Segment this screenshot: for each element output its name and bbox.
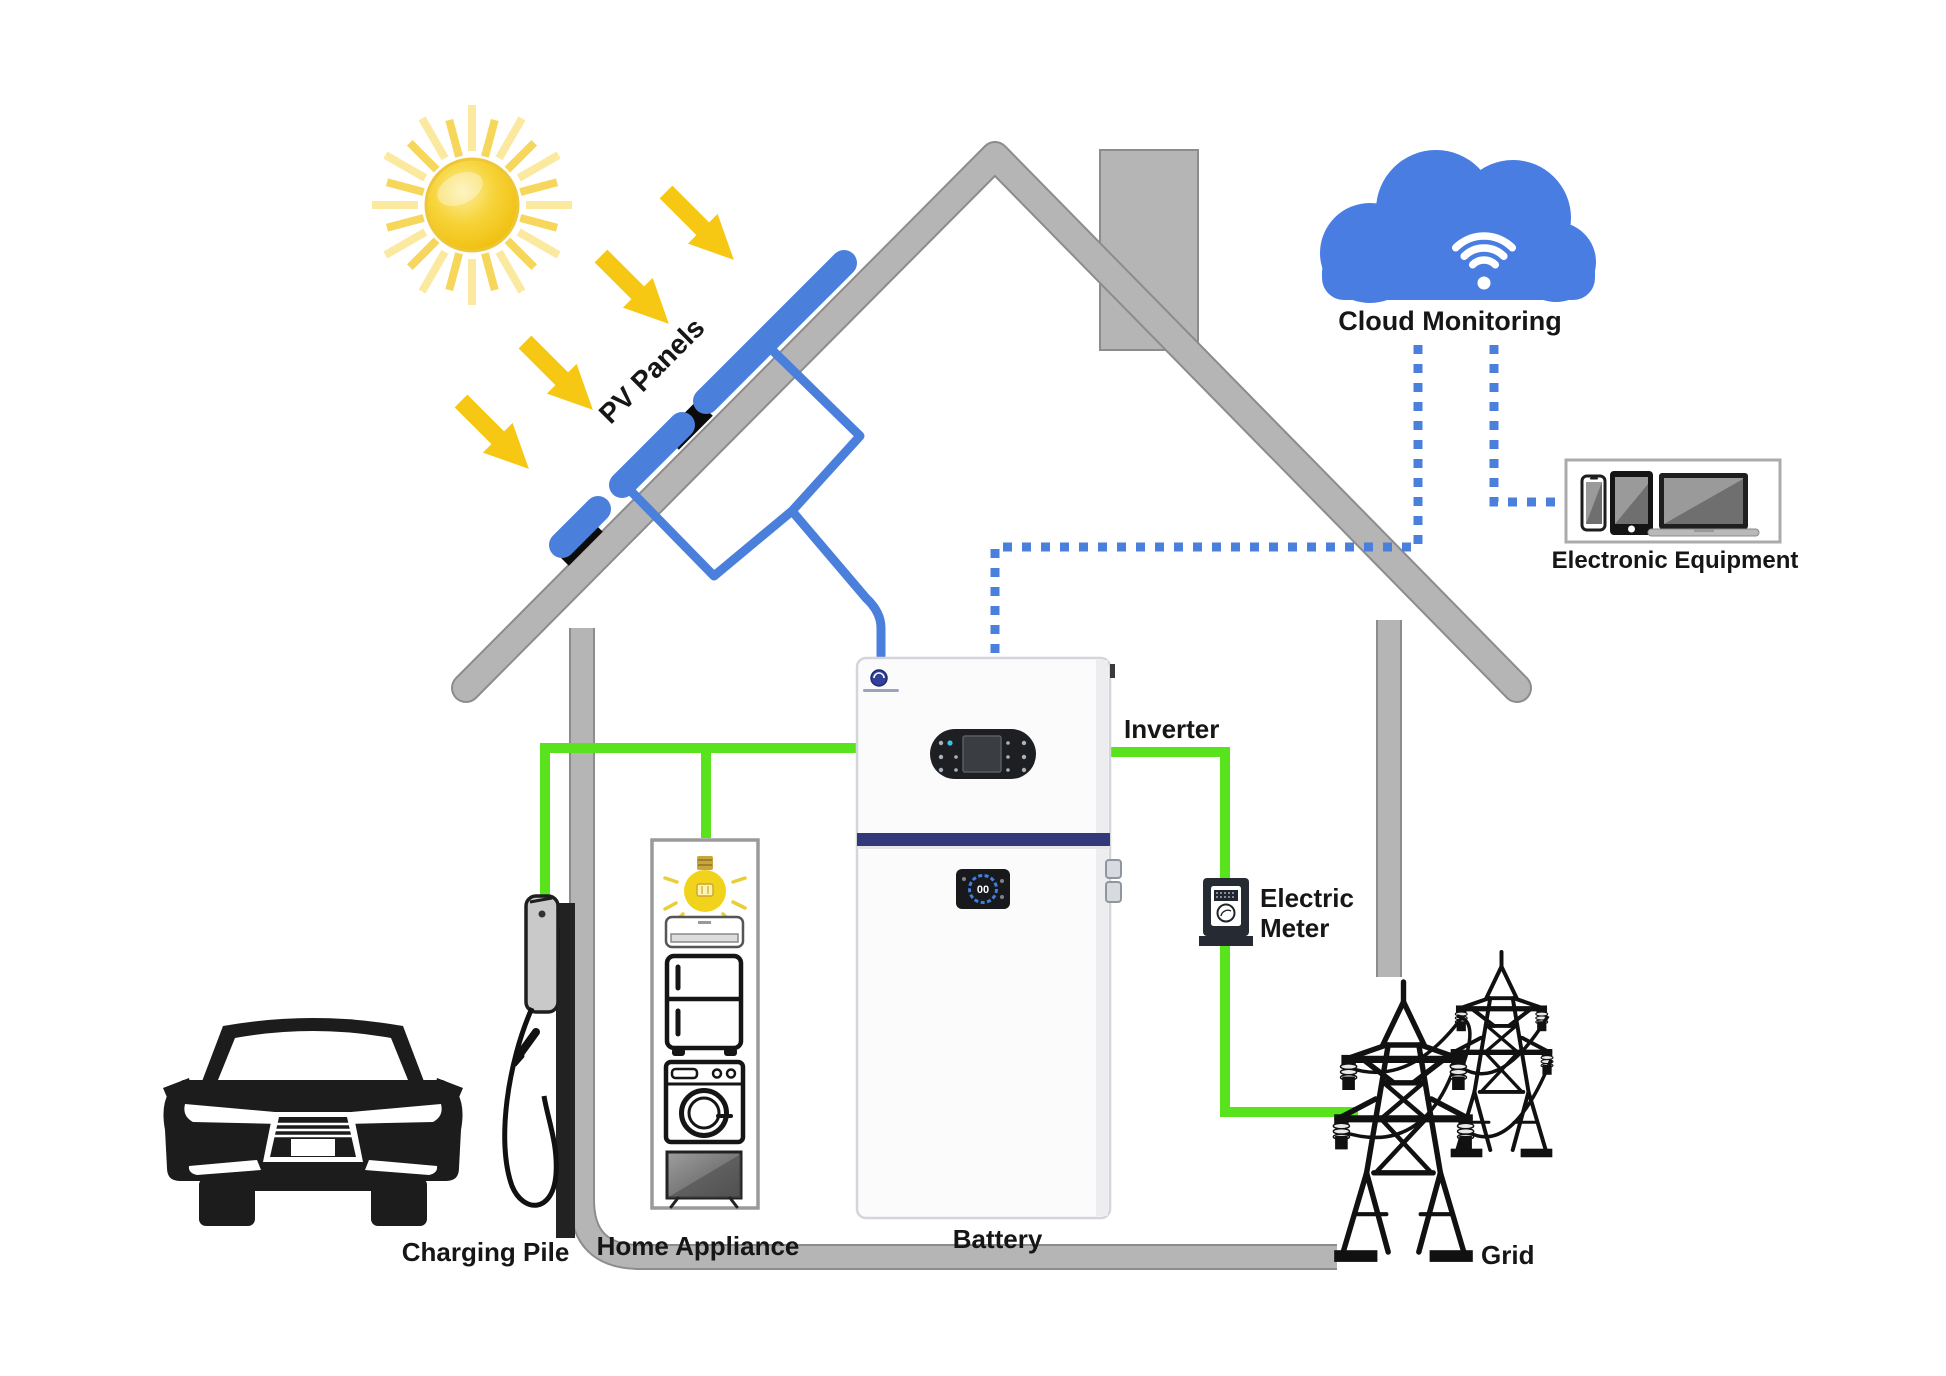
ev-charger-icon <box>502 894 575 1238</box>
grid-label: Grid <box>1481 1240 1535 1270</box>
air-conditioner-icon <box>664 915 745 949</box>
home-appliance-box <box>650 838 760 1210</box>
television-icon <box>665 1150 743 1209</box>
house-roof <box>451 141 1532 703</box>
battery-label: Battery <box>952 1224 1043 1254</box>
cloud-wifi-icon <box>1320 150 1596 303</box>
solar-panel-icon <box>549 250 857 558</box>
power-lines-green <box>540 743 1358 1117</box>
cabinet-latch <box>1105 859 1122 903</box>
house-walls <box>569 620 1402 1270</box>
electric-meter-icon <box>1199 878 1253 946</box>
pv-wire <box>619 339 886 661</box>
monitoring-dashed-lines <box>990 345 1562 658</box>
brand-logo-icon <box>863 669 899 692</box>
tablet-icon <box>1610 471 1653 535</box>
charging-pile-label: Charging Pile <box>401 1237 570 1267</box>
inverter-control-panel <box>930 729 1036 779</box>
refrigerator-icon <box>664 953 744 1056</box>
inverter-label: Inverter <box>1124 714 1220 744</box>
transmission-towers-icon <box>1333 952 1553 1262</box>
laptop-icon <box>1647 473 1760 537</box>
wifi-icon <box>1451 232 1517 290</box>
sun-icon <box>324 57 620 353</box>
electronic-equipment-label: Electronic Equipment <box>1551 547 1799 574</box>
soc-value: 00 <box>977 884 989 896</box>
phone-icon <box>1580 474 1607 532</box>
electric-meter-label-line2: Meter <box>1260 912 1330 943</box>
battery-cabinet-icon: 00 <box>855 656 1122 1220</box>
home-appliance-label: Home Appliance <box>596 1231 800 1261</box>
battery-soc-display: 00 <box>956 869 1010 909</box>
cloud-monitoring-label: Cloud Monitoring <box>1338 306 1562 336</box>
electric-meter-label-line1: Electric <box>1260 883 1354 913</box>
washing-machine-icon <box>663 1059 746 1145</box>
electric-meter-label: Electric Meter <box>1260 883 1400 944</box>
electronic-equipment-box <box>1564 458 1782 544</box>
car-front-icon <box>163 1018 463 1226</box>
